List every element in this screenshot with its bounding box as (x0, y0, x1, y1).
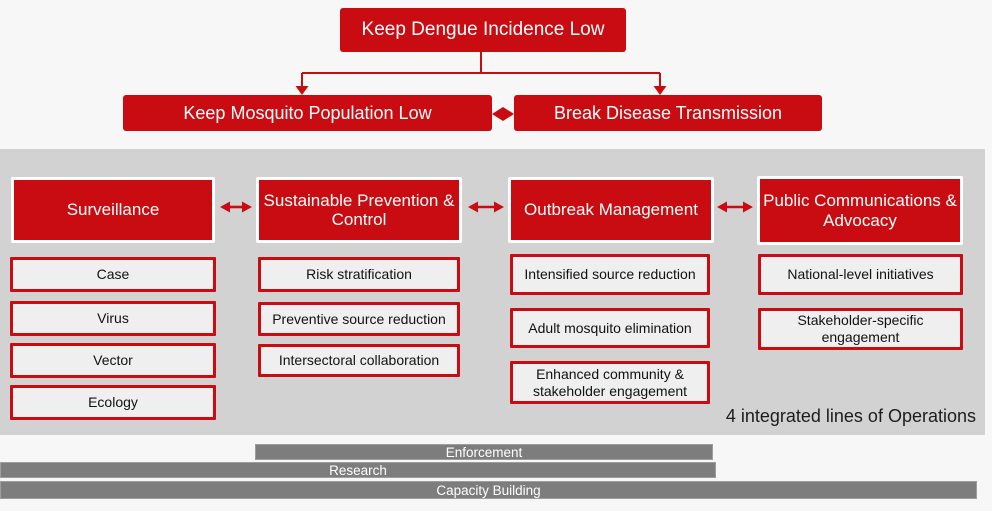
bar-capacity-building: Capacity Building (0, 481, 977, 499)
double-arrow-diamond-icon (492, 107, 514, 121)
bar-research: Research (0, 462, 716, 478)
item-stakeholder-specific-engagement: Stakeholder-specific engagement (758, 308, 963, 350)
item-ecology: Ecology (10, 385, 216, 420)
bar-label: Research (329, 462, 387, 478)
item-label: Virus (97, 310, 129, 327)
item-label: Enhanced community & stakeholder engagem… (532, 365, 688, 399)
item-enhanced-community-engagement: Enhanced community & stakeholder engagem… (510, 361, 710, 404)
column-header-sustainable-prevention: Sustainable Prevention & Control (256, 177, 462, 243)
column-header-outbreak-management: Outbreak Management (508, 177, 714, 243)
objective-box-mosquito-population: Keep Mosquito Population Low (123, 95, 492, 131)
item-label: Risk stratification (306, 266, 412, 283)
objective-label: Break Disease Transmission (553, 102, 783, 123)
item-adult-mosquito-elimination: Adult mosquito elimination (510, 308, 710, 348)
down-branch-arrows-icon (295, 52, 667, 95)
item-intersectoral-collaboration: Intersectoral collaboration (258, 344, 460, 377)
column-header-surveillance: Surveillance (11, 177, 215, 243)
item-label: Intersectoral collaboration (278, 352, 440, 369)
column-header-label: Public Communications & Advocacy (763, 191, 957, 230)
item-label: Case (96, 266, 130, 283)
item-national-level-initiatives: National-level initiatives (758, 254, 963, 295)
item-label: Intensified source reduction (524, 266, 696, 283)
item-risk-stratification: Risk stratification (258, 257, 460, 292)
column-header-label: Sustainable Prevention & Control (263, 190, 455, 229)
column-header-label: Outbreak Management (524, 200, 698, 220)
bar-enforcement: Enforcement (255, 444, 713, 460)
bar-label: Enforcement (445, 444, 523, 460)
item-label: National-level initiatives (787, 266, 934, 283)
item-virus: Virus (10, 301, 216, 336)
column-header-public-communications: Public Communications & Advocacy (757, 176, 963, 245)
bar-label: Capacity Building (436, 482, 541, 498)
item-label: Adult mosquito elimination (528, 319, 692, 336)
item-label: Stakeholder-specific engagement (797, 312, 924, 345)
goal-label: Keep Dengue Incidence Low (361, 19, 605, 41)
item-case: Case (10, 257, 216, 292)
item-intensified-source-reduction: Intensified source reduction (510, 254, 710, 295)
column-header-label: Surveillance (66, 200, 160, 220)
item-label: Vector (93, 352, 133, 369)
objective-box-disease-transmission: Break Disease Transmission (514, 95, 822, 131)
item-vector: Vector (10, 343, 216, 378)
goal-box-keep-dengue-incidence-low: Keep Dengue Incidence Low (340, 8, 626, 52)
item-label: Preventive source reduction (272, 310, 446, 327)
panel-caption: 4 integrated lines of Operations (725, 406, 976, 426)
item-preventive-source-reduction: Preventive source reduction (258, 302, 460, 336)
objective-label: Keep Mosquito Population Low (183, 102, 432, 123)
item-label: Ecology (88, 394, 138, 411)
